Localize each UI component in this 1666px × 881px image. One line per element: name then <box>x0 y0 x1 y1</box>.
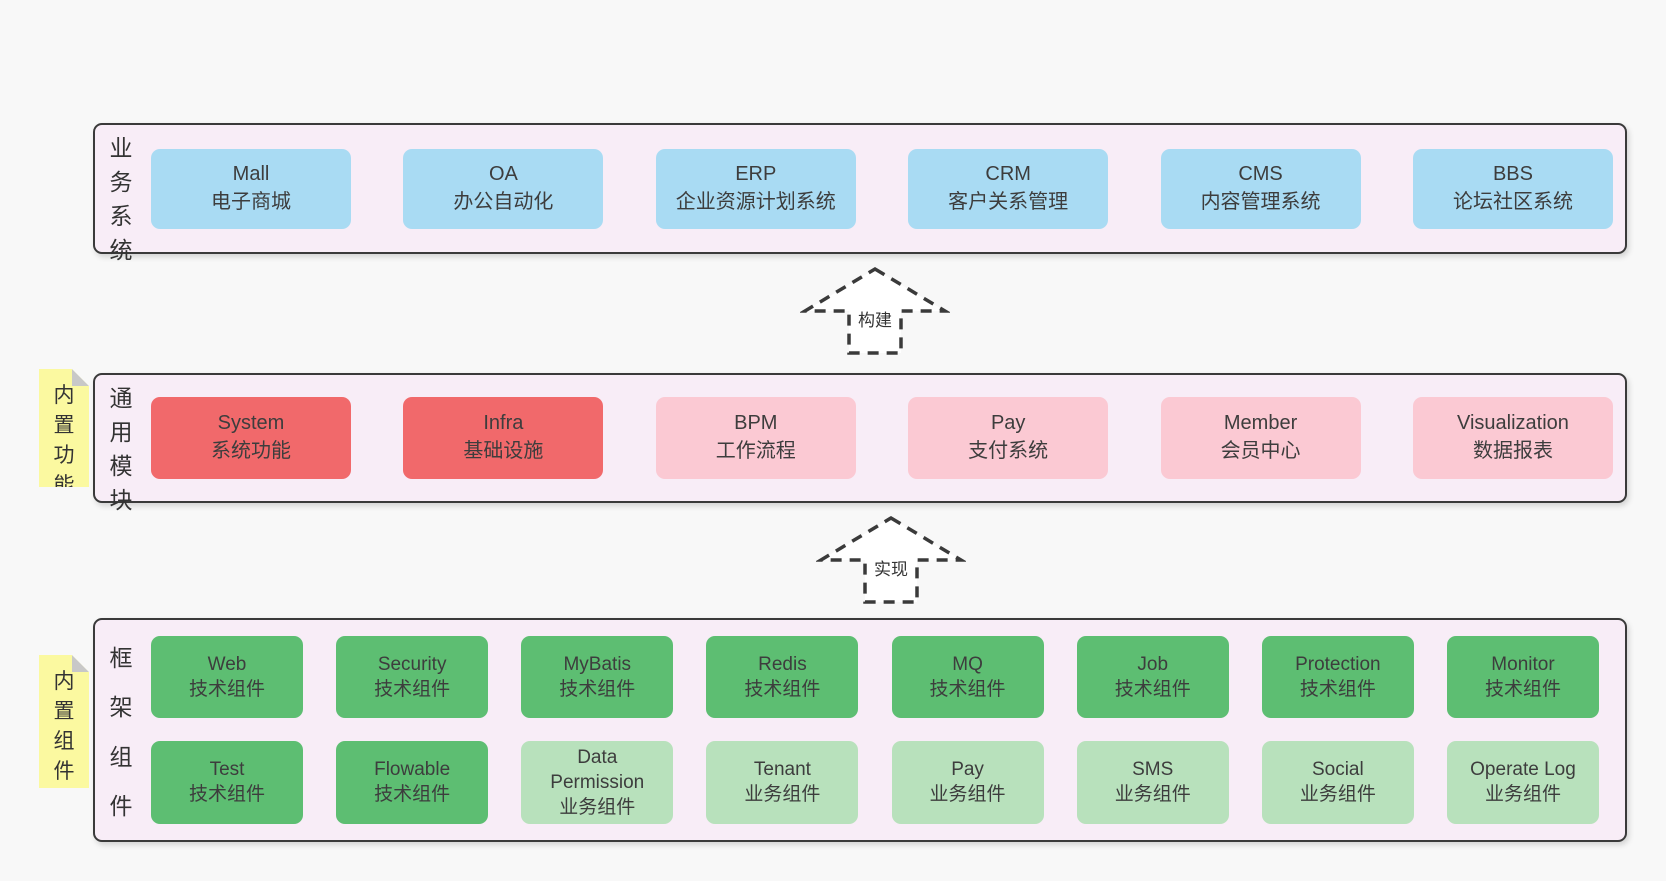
up-arrow-icon: 实现 <box>816 515 966 604</box>
layer-label-common-modules: 通用模块 <box>109 385 133 513</box>
arrow-build: 构建 <box>800 266 950 356</box>
arrow-build-label: 构建 <box>858 311 892 330</box>
note-built-in-components: 内置组件 <box>39 655 89 788</box>
layer-label-business-systems: 业务系统 <box>109 135 133 263</box>
arrow-implement: 实现 <box>816 515 966 605</box>
note-built-in-features: 内置功能 <box>39 369 89 487</box>
layer-label-framework-components: 框架组件 <box>109 645 133 819</box>
arrow-implement-label: 实现 <box>874 560 908 579</box>
up-arrow-icon: 构建 <box>800 266 950 355</box>
